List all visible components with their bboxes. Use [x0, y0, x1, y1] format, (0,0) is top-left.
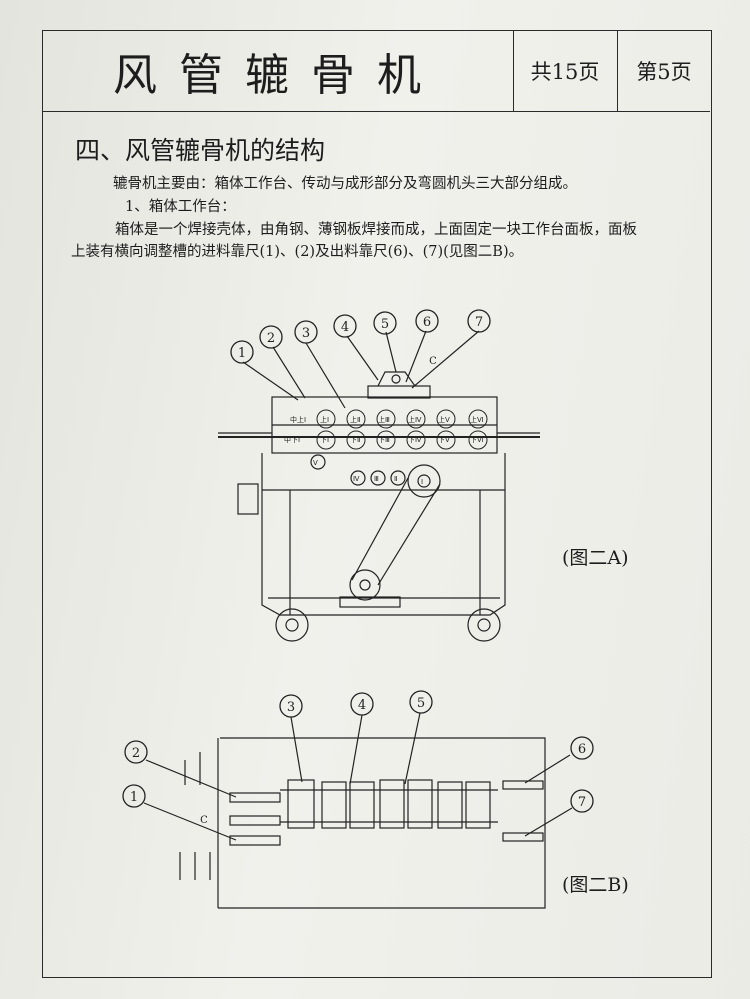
total-pages: 共15页: [513, 31, 618, 111]
callout-b-2: 2: [132, 746, 140, 761]
figure-a-machine: [218, 330, 540, 642]
figure-a-callouts: 1 2 3 4 5 6 7 C: [230, 309, 491, 367]
gear-5: Ⅴ: [313, 459, 318, 467]
callout-a-7: 7: [475, 315, 483, 330]
callout-b-1: 1: [130, 790, 138, 805]
callout-b-4: 4: [358, 698, 366, 713]
roller-upper-5: 上Ⅴ: [438, 415, 450, 424]
roller-upper-2: 上Ⅱ: [350, 415, 360, 424]
feed-guide-2: [229, 792, 281, 803]
paragraph-line-1: 箱体是一个焊接壳体，由角钢、薄钢板焊接而成，上面固定一块工作台面板，面板: [115, 222, 637, 238]
figure-b-layout: [143, 712, 573, 909]
callout-a-6: 6: [423, 315, 431, 330]
subsection-title: 1、箱体工作台：: [125, 199, 236, 215]
bending-head: [367, 385, 431, 399]
gear-3: Ⅲ: [374, 475, 379, 483]
roller-mid-upper: 中上Ⅰ: [290, 415, 306, 424]
callout-b-5: 5: [417, 696, 425, 711]
roller-lower-6: 下Ⅵ: [470, 436, 483, 444]
main-pulley: [407, 464, 441, 498]
roller-lower-1: 下Ⅰ: [320, 436, 329, 444]
drive-belt: [351, 477, 409, 581]
wheel-right: [467, 608, 501, 642]
figure-a-roller-labels: 中上Ⅰ 中下Ⅰ 上Ⅰ 上Ⅱ 上Ⅲ 上Ⅳ 上Ⅴ 上Ⅵ 下Ⅰ 下Ⅱ 下Ⅲ 下Ⅳ 下Ⅴ…: [284, 415, 483, 486]
paragraph-line-2: 上装有横向调整槽的进料靠尺(1)、(2)及出料靠尺(6)、(7)(见图二B)。: [71, 244, 524, 260]
gear-2: Ⅱ: [394, 475, 397, 483]
letter-c-b: C: [200, 815, 208, 826]
gear-1: Ⅰ: [421, 478, 423, 486]
wheel-left: [275, 608, 309, 642]
callout-a-2: 2: [267, 331, 275, 346]
figure-b-callouts: 3 4 5 2 1 6 7 C: [122, 690, 594, 826]
motor-pulley: [349, 569, 381, 601]
callout-a-4: 4: [341, 320, 349, 335]
gear-4: Ⅳ: [353, 475, 360, 483]
exit-guide-7: [502, 832, 544, 842]
motor-box: [237, 483, 259, 515]
callout-b-7: 7: [578, 795, 586, 810]
roller-upper-3: 上Ⅲ: [378, 415, 390, 424]
document-title: 风管辘骨机: [43, 31, 514, 111]
callout-a-3: 3: [302, 326, 310, 341]
roller-mid-lower: 中下Ⅰ: [284, 435, 300, 444]
roller-upper-6: 上Ⅵ: [470, 415, 483, 424]
roller-upper-1: 上Ⅰ: [320, 415, 329, 424]
exit-guide-6: [502, 780, 544, 790]
roller-lower-3: 下Ⅲ: [378, 436, 390, 444]
figure-a-rollers: [316, 409, 488, 450]
callout-b-6: 6: [578, 742, 586, 757]
roller-upper-4: 上Ⅳ: [408, 415, 422, 424]
figure-a-caption: (图二A): [562, 547, 629, 569]
page-number: 第5页: [636, 60, 692, 84]
section-title: 四、风管辘骨机的结构: [75, 136, 326, 165]
figure-b-table-outline: [218, 737, 546, 909]
intro-text: 辘骨机主要由：箱体工作台、传动与成形部分及弯圆机头三大部分组成。: [113, 176, 577, 192]
callout-a-5: 5: [381, 317, 389, 332]
roller-lower-2: 下Ⅱ: [350, 436, 360, 444]
callout-b-3: 3: [287, 700, 295, 715]
machine-body: [261, 453, 506, 616]
roller-lower-5: 下Ⅴ: [438, 436, 450, 444]
page-frame: 风管辘骨机 共15页 第5页 四、风管辘骨机的结构 辘骨机主要由：箱体工作台、传…: [42, 30, 712, 978]
letter-c-a: C: [429, 356, 437, 367]
roller-lower-4: 下Ⅳ: [408, 436, 422, 444]
figure-b-caption: (图二B): [562, 874, 629, 896]
callout-a-1: 1: [238, 346, 246, 361]
feed-guide-1: [229, 835, 281, 846]
title-block: 风管辘骨机 共15页 第5页: [43, 31, 710, 112]
